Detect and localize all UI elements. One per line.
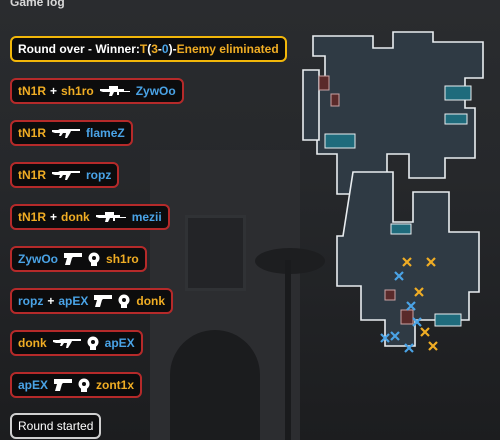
pistol-icon [54,378,73,392]
victim-name: donk [136,294,166,308]
killer-name: ZywOo [18,252,59,266]
round-over-entry: Round over - Winner: T ( 3 - 0 ) - Enemy… [10,36,287,62]
kill-entry: donk apEX [10,330,143,356]
kill-entry: tN1R flameZ [10,120,133,146]
ak47-icon [52,337,81,349]
pistol-icon [64,252,83,266]
background-window [185,215,246,291]
pistol-icon [94,294,113,308]
headshot-icon [88,252,100,266]
assist-plus: + [47,294,55,308]
kill-entry: tN1R ropz [10,162,120,188]
reason-separator: - [172,42,177,56]
background-palm-trunk [285,260,291,440]
headshot-icon [87,336,99,350]
ak47-icon [52,169,81,181]
victim-name: ropz [86,168,112,182]
awp-icon [99,85,130,97]
killer-name: tN1R [18,84,47,98]
round-end-reason: Enemy eliminated [176,42,279,56]
killer-name: tN1R [18,168,47,182]
killer-name: donk [18,336,47,350]
assist-plus: + [50,210,58,224]
assist-plus: + [50,84,58,98]
assister-name: donk [61,210,90,224]
assister-name: apEX [58,294,89,308]
awp-icon [95,211,126,223]
kill-entry: tN1R + donk mezii [10,204,170,230]
score-dash: - [157,42,162,56]
score-open: ( [147,42,152,56]
headshot-icon [118,294,130,308]
killer-name: apEX [18,378,49,392]
score-close: ) [168,42,173,56]
headshot-icon [78,378,90,392]
ak47-icon [52,127,81,139]
kill-entry: tN1R + sh1ro ZywOo [10,78,184,104]
game-log-header: Game log [0,0,500,14]
victim-name: mezii [131,210,162,224]
victim-name: flameZ [86,126,125,140]
minimap-graphic [302,31,484,353]
round-started-entry: Round started [10,413,102,439]
kill-entry: ZywOo sh1ro [10,246,147,272]
ct-score: 0 [161,42,169,56]
minimap[interactable] [295,22,495,377]
round-started-label: Round started [18,419,94,433]
round-over-prefix: Round over - Winner: [18,42,140,56]
killer-name: tN1R [18,210,47,224]
killer-name: ropz [18,294,44,308]
background-archway [170,330,260,440]
game-log-title: Game log [10,0,65,9]
victim-name: ZywOo [135,84,176,98]
victim-name: zont1x [96,378,135,392]
winning-team: T [139,42,148,56]
assister-name: sh1ro [61,84,94,98]
victim-name: apEX [104,336,135,350]
kill-entry: apEX zont1x [10,372,143,398]
t-score: 3 [151,42,158,56]
victim-name: sh1ro [106,252,139,266]
killer-name: tN1R [18,126,47,140]
kill-entry: ropz + apEX donk [10,288,174,314]
